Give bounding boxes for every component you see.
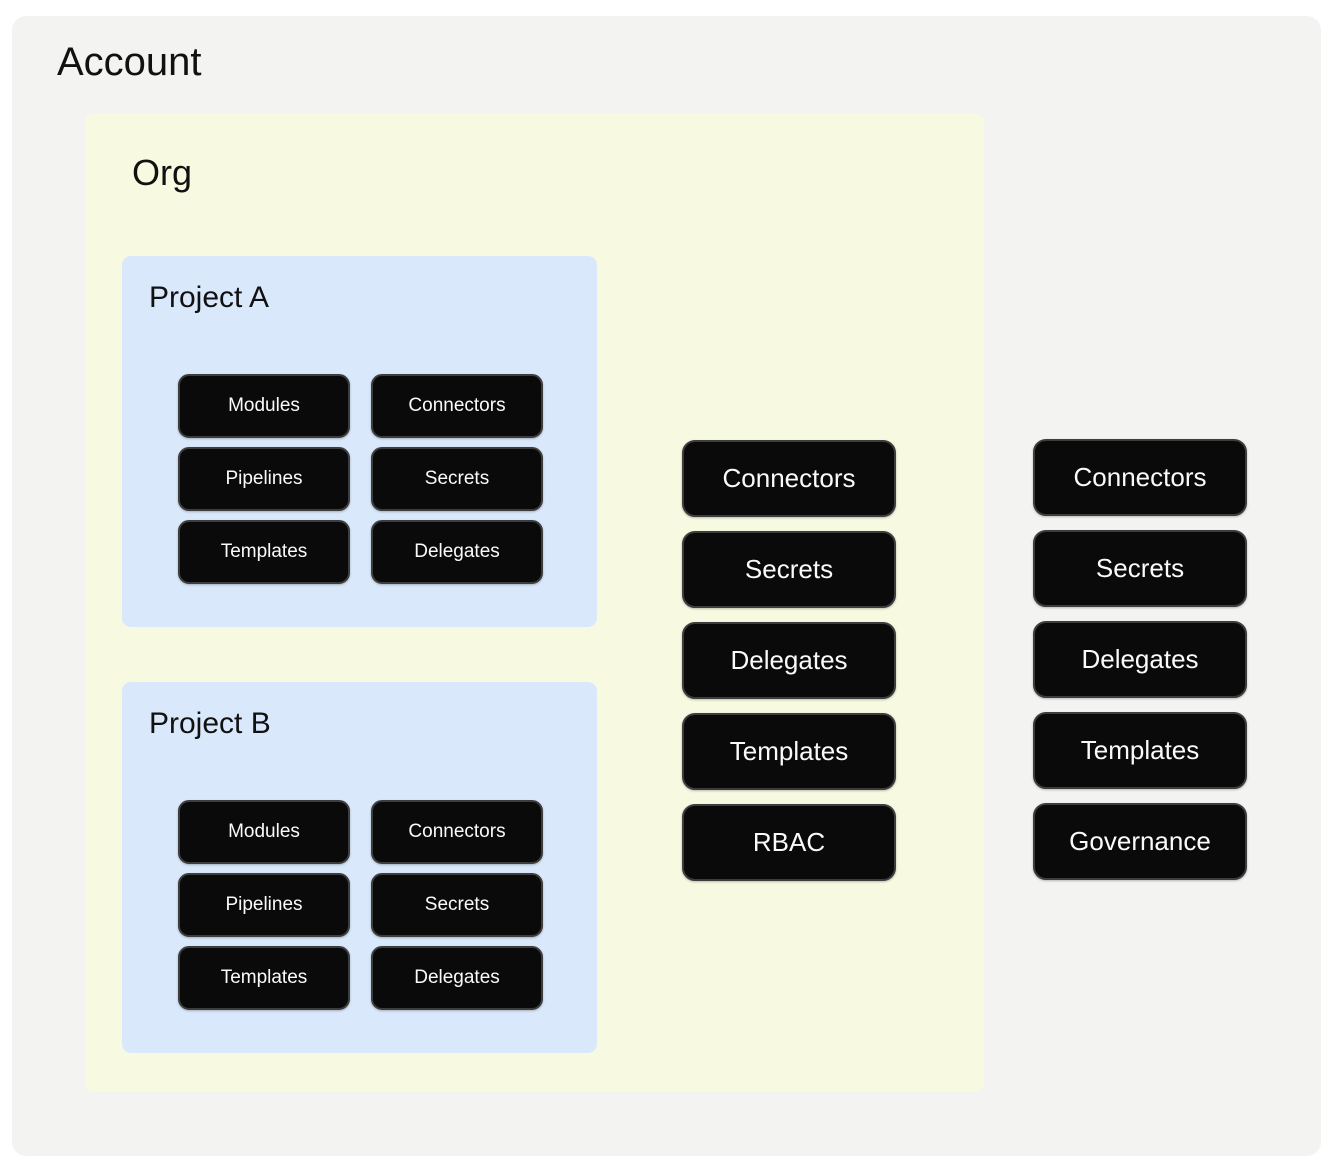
org-scope-box: Org Project A Modules Connectors Pipelin… [85,113,984,1092]
project-b-scope-box: Project B Modules Connectors Pipelines S… [122,682,597,1053]
node-org-rbac: RBAC [682,804,896,881]
org-title: Org [132,152,193,193]
node-project-a-delegates: Delegates [371,520,543,584]
node-org-secrets: Secrets [682,531,896,608]
project-a-node-grid: Modules Connectors Pipelines Secrets Tem… [178,374,543,584]
node-project-a-templates: Templates [178,520,350,584]
node-project-a-modules: Modules [178,374,350,438]
node-org-templates: Templates [682,713,896,790]
project-b-node-grid: Modules Connectors Pipelines Secrets Tem… [178,800,543,1010]
node-project-b-templates: Templates [178,946,350,1010]
account-node-column: Connectors Secrets Delegates Templates G… [1033,439,1247,880]
node-org-connectors: Connectors [682,440,896,517]
node-account-templates: Templates [1033,712,1247,789]
node-project-b-pipelines: Pipelines [178,873,350,937]
node-project-b-connectors: Connectors [371,800,543,864]
project-a-title: Project A [149,281,270,314]
account-title: Account [57,40,202,84]
node-account-connectors: Connectors [1033,439,1247,516]
account-scope-box: Account Org Project A Modules Connectors… [12,16,1321,1156]
project-a-scope-box: Project A Modules Connectors Pipelines S… [122,256,597,627]
project-b-title: Project B [149,707,271,740]
node-account-governance: Governance [1033,803,1247,880]
node-org-delegates: Delegates [682,622,896,699]
node-account-secrets: Secrets [1033,530,1247,607]
node-project-b-modules: Modules [178,800,350,864]
node-project-a-connectors: Connectors [371,374,543,438]
node-account-delegates: Delegates [1033,621,1247,698]
node-project-b-secrets: Secrets [371,873,543,937]
node-project-b-delegates: Delegates [371,946,543,1010]
node-project-a-secrets: Secrets [371,447,543,511]
org-node-column: Connectors Secrets Delegates Templates R… [682,440,896,881]
node-project-a-pipelines: Pipelines [178,447,350,511]
